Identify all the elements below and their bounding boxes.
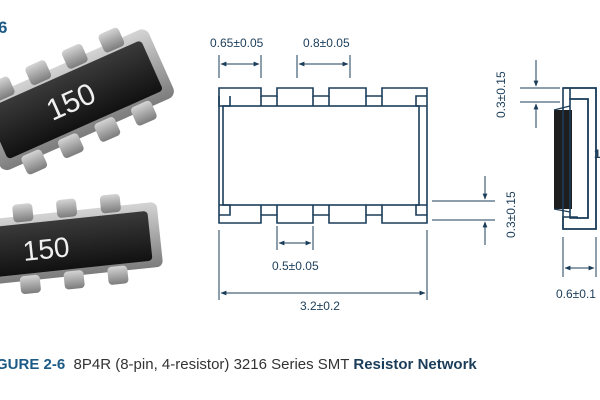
terminal-pad [56,198,78,218]
figure-number-fragment: 6 [0,18,8,37]
terminal-pad [98,27,125,53]
front-view-drawing [218,87,428,224]
terminal-pad [57,133,84,159]
terminal-pad [25,60,52,85]
terminal-pad [21,149,48,175]
terminal-pad [63,270,85,290]
terminal-pad [0,76,15,102]
caption-bold: Resistor Network [353,356,477,373]
dim-side-partial: 1 [594,147,600,161]
chip-marking-bottom: 150 [21,231,71,267]
dim-side-width: 0.6±0.1 [556,287,596,301]
resistor-body-outline [222,105,420,206]
side-dimension-lines [520,60,597,277]
terminal-pad [19,274,41,295]
package-outline [218,87,428,224]
pad-outlines-top [218,95,427,107]
terminal-pad [12,203,34,223]
pad-outlines-bottom [219,204,427,216]
figure-caption: GURE 2-6 8P4R (8-pin, 4-resistor) 3216 S… [0,356,477,373]
terminal-pad [131,100,157,126]
dim-pad-pitch: 0.8±0.05 [303,36,350,50]
terminal-pad [61,44,88,69]
caption-text: 8P4R (8-pin, 4-resistor) 3216 Series SMT [73,356,350,373]
dim-pad-width-outer: 0.65±0.05 [210,36,264,50]
side-view-drawing [553,87,597,230]
dim-pad-length-right: 0.3±0.15 [504,191,518,238]
dim-length: 3.2±0.2 [300,299,340,313]
chip-photo-top: 150 [0,27,174,175]
terminal-pad [94,117,121,142]
dimension-lines [218,55,495,300]
terminal-pad [107,265,129,285]
terminal-pad [99,194,121,214]
dim-pad-width-inner: 0.5±0.05 [272,259,319,273]
chip-photo-bottom: 150 [0,194,163,295]
dim-side-pad-top: 0.3±0.15 [494,71,508,118]
caption-label: GURE 2-6 [0,356,66,373]
